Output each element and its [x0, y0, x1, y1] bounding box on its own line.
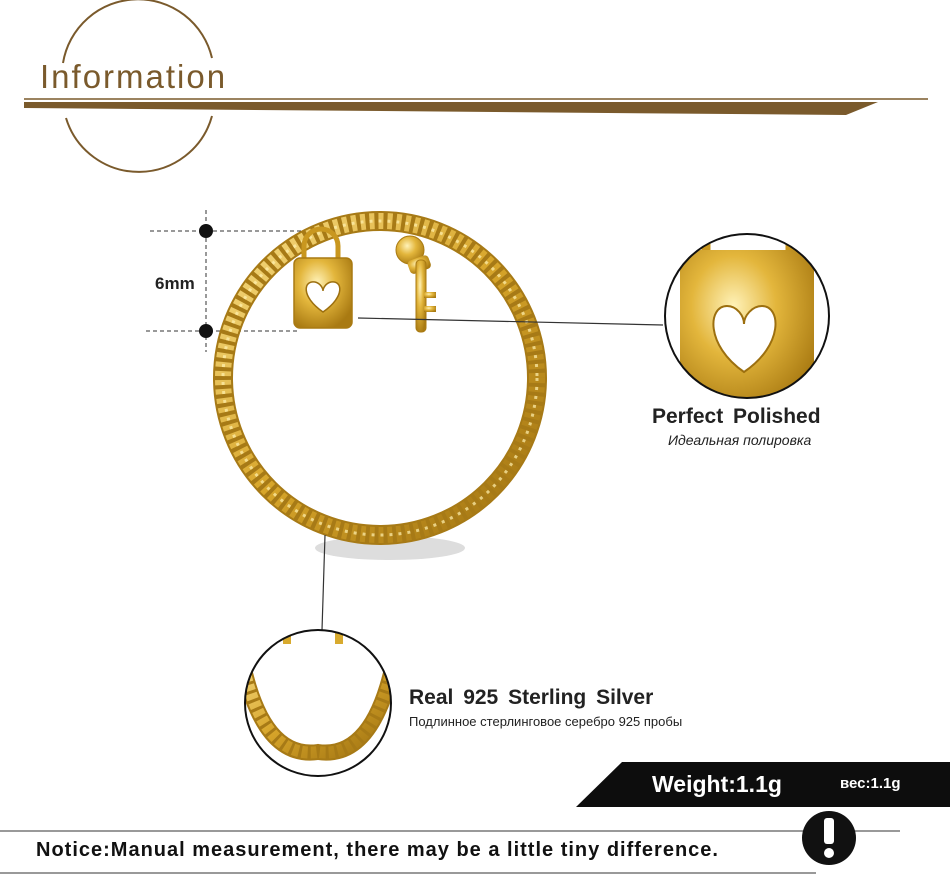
callout-line-silver [321, 534, 326, 631]
polished-subtitle: Идеальная полировка [668, 432, 812, 448]
callout-line-polished [357, 317, 664, 326]
page-title: Information [40, 58, 228, 95]
silver-subtitle: Подлинное стерлинговое серебро 925 пробы [409, 714, 683, 729]
polished-detail-image [664, 233, 830, 399]
key-charm [395, 235, 436, 333]
notice-text: Notice:Manual measurement, there may be … [36, 839, 719, 861]
polished-title: Perfect Polished [652, 405, 821, 428]
dimension-label: 6mm [155, 274, 195, 293]
lock-charm [293, 226, 353, 329]
exclamation-icon [802, 811, 856, 865]
dimension-lines [146, 210, 340, 352]
silver-title: Real 925 Sterling Silver [409, 686, 654, 709]
silver-detail-image [244, 629, 392, 777]
weight-label-ru: вес:1.1g [840, 775, 901, 792]
ring-image [213, 211, 547, 560]
weight-label: Weight:1.1g [652, 771, 782, 797]
notice-bar [0, 830, 900, 874]
header-decoration [24, 0, 928, 173]
weight-banner [576, 762, 950, 807]
